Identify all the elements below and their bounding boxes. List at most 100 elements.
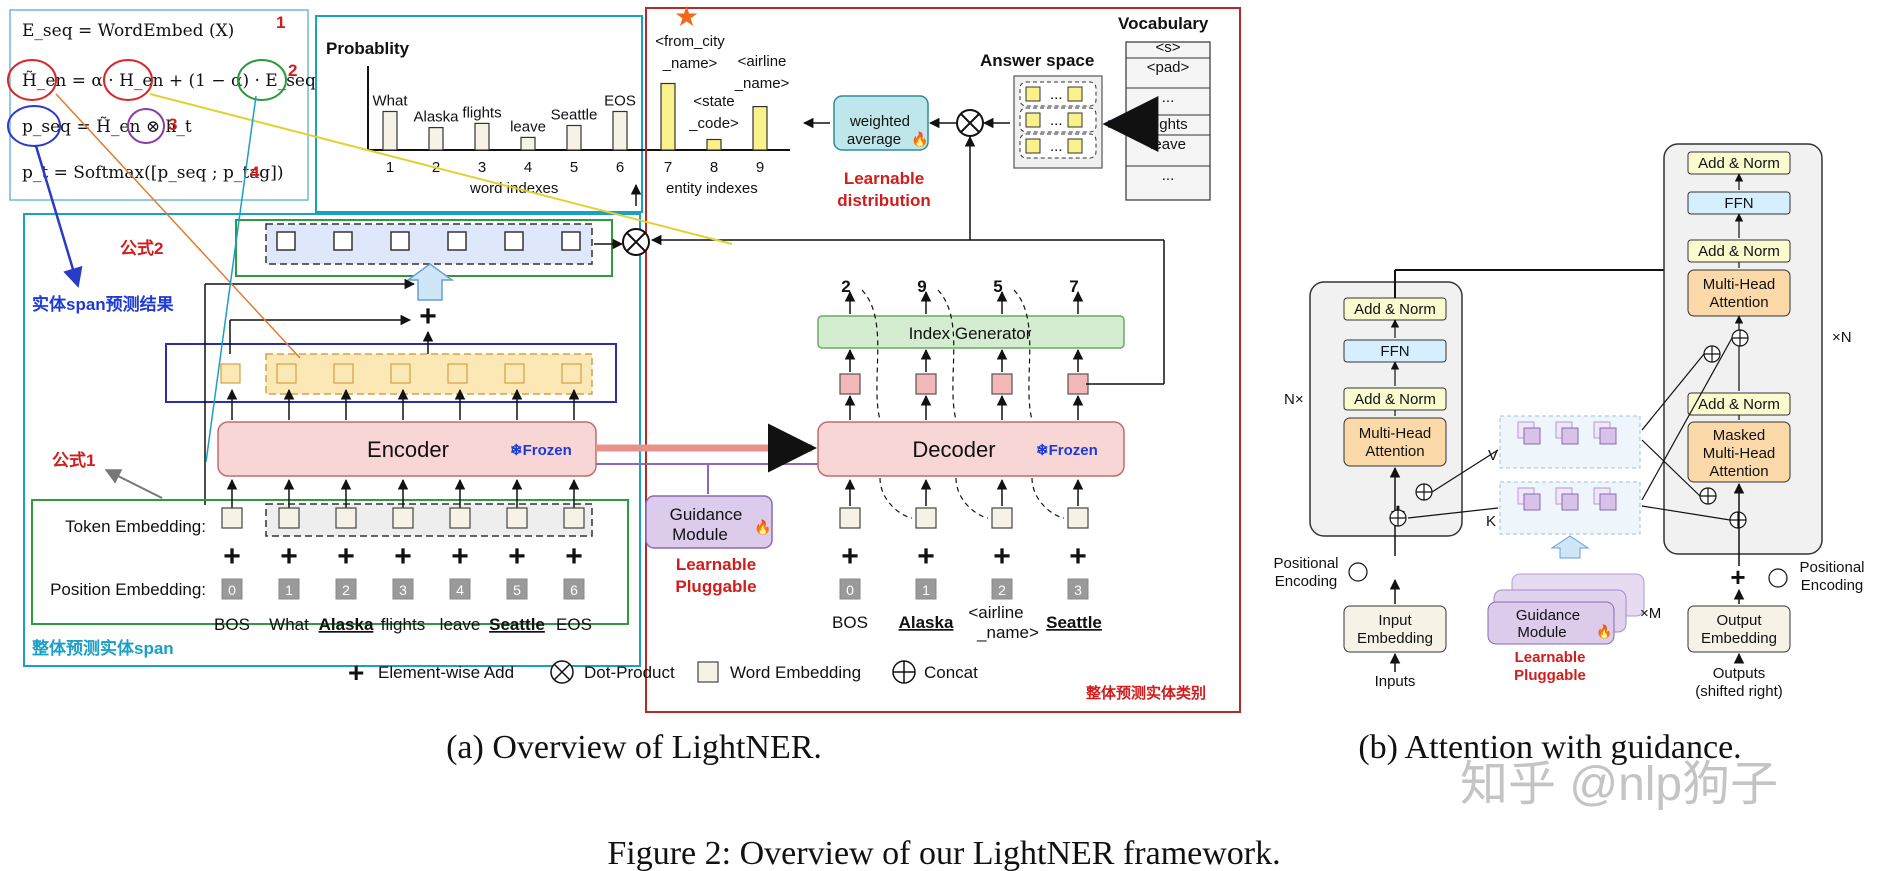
encoder-output-cell: [276, 363, 297, 384]
entity-bar-label: <airline: [738, 53, 787, 70]
add-icon: +: [337, 540, 355, 573]
word-bar: [382, 110, 398, 151]
dec-ffn: FFN: [1724, 195, 1753, 212]
prefix-cell: [1561, 427, 1579, 445]
h-en-circle: [103, 59, 153, 101]
star-icon: ★: [674, 1, 699, 32]
legend-word-label: Word Embedding: [730, 663, 861, 682]
dec-pos-2: Encoding: [1801, 577, 1864, 594]
position-cell: [335, 578, 357, 600]
equation-2: H̃_en = α · H_en + (1 − α) · E_seq: [22, 71, 316, 91]
dec-pos-1: Positional: [1799, 559, 1864, 576]
decoder-block: [817, 421, 1125, 477]
vocabulary-items: <s><pad>...flightsleave...: [1126, 39, 1210, 184]
caption-b: (b) Attention with guidance.: [1358, 729, 1741, 766]
figure-caption: Figure 2: Overview of our LightNER frame…: [607, 835, 1280, 871]
guidance-fire-icon: 🔥: [754, 519, 771, 536]
decoder-position-number: 1: [922, 582, 930, 598]
decoder-token: _name>: [976, 623, 1039, 642]
decoder-hidden-cell: [1067, 373, 1089, 395]
dec-mha-2: Attention: [1709, 294, 1768, 311]
token-embedding-cell: [335, 507, 357, 529]
generated-index: 2: [841, 277, 850, 296]
span-prediction-frame: [23, 213, 641, 667]
entity-type-frame: [645, 7, 1241, 713]
prefix-cell: [1523, 493, 1541, 511]
bos-output-cell: [220, 363, 241, 384]
answer-cell: [1025, 138, 1041, 154]
equation-number-4: 4: [250, 163, 260, 182]
decoder-token: <airline: [968, 603, 1023, 622]
token-embedding-cell: [278, 507, 300, 529]
probability-title: Probablity: [326, 39, 410, 58]
mixed-cell: [561, 231, 581, 251]
embedding-frame: [31, 499, 629, 625]
encoder-n-label: N×: [1284, 391, 1304, 408]
decoder-position-cell: [915, 578, 937, 600]
token-embedding-cell: [506, 507, 528, 529]
mixed-cell: [276, 231, 296, 251]
position-cell: [392, 578, 414, 600]
add-icon: +: [841, 540, 859, 573]
fusion-up-arrow: [405, 263, 455, 301]
add-icon: +: [223, 540, 241, 573]
prefix-cell: [1599, 493, 1617, 511]
word-index: 6: [616, 159, 624, 176]
entity-bar: [660, 82, 676, 151]
guidance-label-2: Module: [672, 525, 728, 544]
guidance-learnable: Learnable: [676, 555, 756, 574]
vocab-item: ...: [1162, 89, 1175, 106]
word-index: 1: [386, 159, 394, 176]
answer-cell: [1067, 86, 1083, 102]
prefix-cell: [1599, 427, 1617, 445]
dec-addnorm-3: Add & Norm: [1698, 396, 1780, 413]
decoder-frozen-label: ❄Frozen: [1036, 442, 1098, 459]
word-bar-label: flights: [462, 104, 501, 121]
decoder-hidden-cell: [991, 373, 1013, 395]
h-t-circle: [127, 108, 165, 144]
index-generator-label: Index Generator: [909, 324, 1032, 343]
equation-4: p_t = Softmax([p_seq ; p_tag]): [22, 163, 283, 183]
equation-1: E_seq = WordEmbed (X): [22, 21, 234, 41]
equation-box: E_seq = WordEmbed (X) H̃_en = α · H_en +…: [7, 9, 316, 201]
entity-bar: [706, 138, 722, 151]
encoder-output-frame: [165, 343, 617, 403]
word-bar: [520, 136, 536, 151]
legend-dot-label: Dot-Product: [584, 663, 675, 682]
decoder-position-number: 2: [998, 582, 1006, 598]
decoder-token-cell: [839, 507, 861, 529]
position-cell: [221, 578, 243, 600]
mixed-cell: [333, 231, 353, 251]
guidance-label-1: Guidance: [670, 505, 743, 524]
word-bar-label: EOS: [604, 93, 636, 110]
enc-ffn: FFN: [1380, 343, 1409, 360]
word-bar-label: What: [372, 93, 408, 110]
fusion-add-icon: +: [419, 300, 437, 333]
equation-number-2: 2: [288, 61, 297, 80]
word-index: 4: [524, 159, 532, 176]
encoder-token: EOS: [556, 615, 592, 634]
equation-3: p_seq = H̃_en ⊗ h_t: [22, 117, 192, 137]
output-embedding-1: Output: [1716, 612, 1762, 629]
entity-bar-label: <state: [693, 93, 734, 110]
add-icon: +: [280, 540, 298, 573]
k-label: K: [1486, 513, 1496, 530]
position-number: 0: [228, 582, 236, 598]
decoder-token: Alaska: [899, 613, 954, 632]
decoder-token-cell: [991, 507, 1013, 529]
guidance-pluggable: Pluggable: [675, 577, 756, 596]
learnable-distribution-2: distribution: [837, 191, 930, 210]
prefix-cells: [1517, 421, 1617, 511]
h-en-tilde-circle: [7, 59, 57, 101]
weighted-label-1: weighted: [849, 113, 910, 130]
formula-1-label: 公式1: [52, 450, 95, 470]
answer-cell: [1067, 138, 1083, 154]
enc-pos-wave-icon: [1348, 562, 1368, 582]
encoder-output-cells: [220, 363, 582, 384]
answer-cell: [1025, 112, 1041, 128]
enc-pos-2: Encoding: [1275, 573, 1338, 590]
decoder-position-cell: [991, 578, 1013, 600]
encoder-label: Encoder: [367, 437, 449, 462]
autoregressive-link: [1013, 289, 1065, 519]
